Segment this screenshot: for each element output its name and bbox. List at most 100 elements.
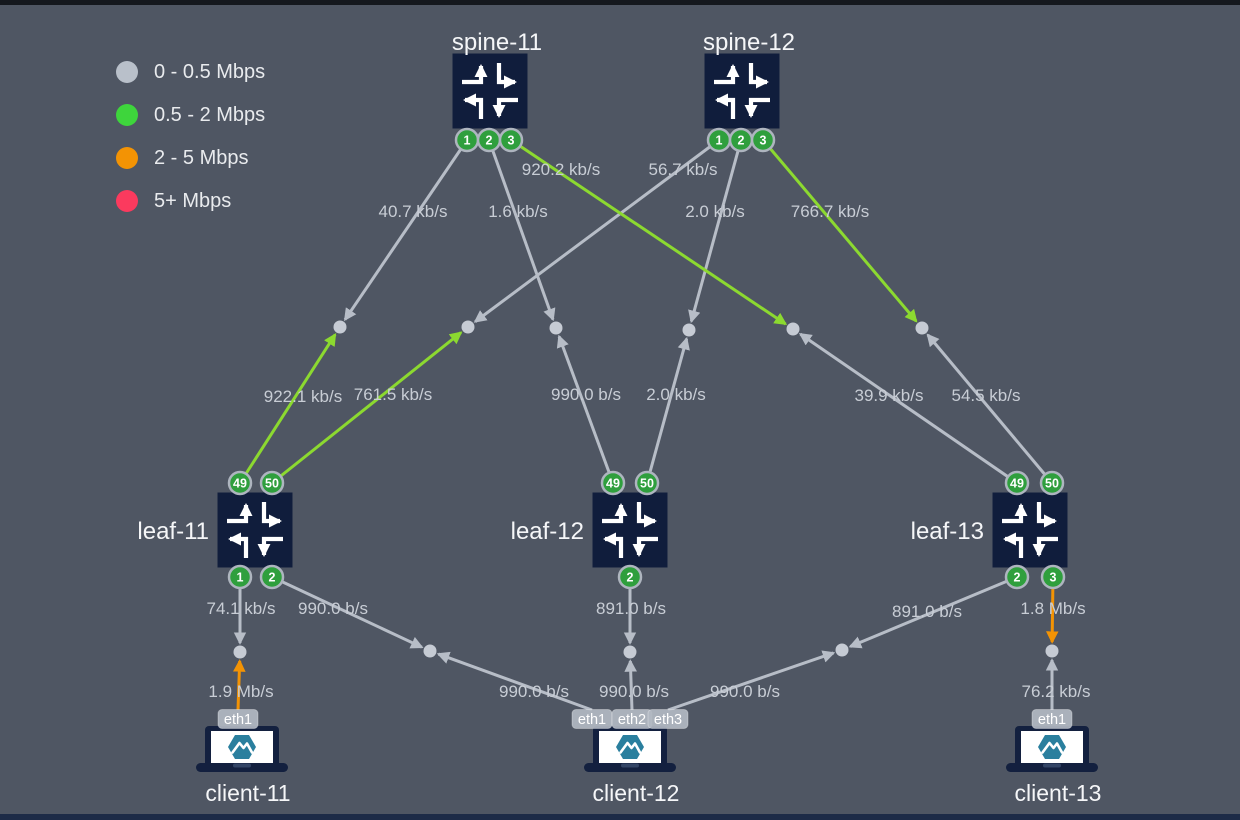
switch-icon — [462, 64, 488, 85]
link-half[interactable] — [238, 332, 337, 484]
link-half[interactable] — [798, 332, 1018, 485]
link-half[interactable] — [271, 575, 424, 649]
port-leaf-11-2[interactable]: 2 — [259, 564, 285, 590]
port-leaf-13-50[interactable]: 50 — [1039, 470, 1065, 496]
switch-box[interactable] — [992, 492, 1068, 568]
link-rate-label: 761.5 kb/s — [354, 385, 432, 404]
switch-icon — [744, 97, 770, 118]
switch-box[interactable] — [217, 492, 293, 568]
port-number: 3 — [760, 134, 767, 148]
link-half[interactable] — [510, 138, 788, 326]
port-number: 2 — [269, 571, 276, 585]
port-spine-11-1[interactable]: 1 — [454, 127, 480, 153]
laptop-notch — [233, 763, 251, 768]
switch-icon — [748, 63, 769, 89]
link-rate-label: 74.1 kb/s — [207, 599, 276, 618]
link-half[interactable] — [556, 334, 615, 484]
interface-label: eth1 — [578, 712, 606, 728]
port-number: 2 — [1014, 571, 1021, 585]
alpine-mountain-icon — [231, 741, 254, 754]
legend-swatch-red-icon — [116, 190, 138, 212]
link-half[interactable] — [271, 331, 463, 485]
port-spine-11-3[interactable]: 3 — [498, 127, 524, 153]
port-number: 50 — [1045, 477, 1059, 491]
switch-icon — [636, 502, 657, 528]
bottom-border-bar — [0, 814, 1240, 820]
link-half[interactable] — [926, 333, 1054, 484]
node-label-client-13: client-13 — [1015, 780, 1102, 806]
node-label-leaf-11: leaf-11 — [137, 518, 209, 545]
port-leaf-13-49[interactable]: 49 — [1004, 470, 1030, 496]
port-leaf-11-50[interactable]: 50 — [259, 470, 285, 496]
client-node-client-11[interactable]: eth1 client-11 — [196, 709, 291, 807]
link-half[interactable] — [473, 138, 720, 323]
port-leaf-12-2[interactable]: 2 — [617, 564, 643, 590]
switch-icon — [715, 93, 736, 119]
switch-icon — [496, 63, 517, 89]
legend-item: 5+ Mbps — [116, 190, 265, 212]
port-leaf-11-1[interactable]: 1 — [227, 564, 253, 590]
interface-client-12-eth1: eth1 — [571, 709, 613, 729]
alpine-mountain-icon — [619, 741, 642, 754]
port-number: 50 — [265, 477, 279, 491]
switch-icon — [257, 536, 283, 557]
link-rate-label: 39.9 kb/s — [855, 386, 924, 405]
link-half[interactable] — [436, 651, 593, 712]
port-leaf-12-50[interactable]: 50 — [634, 470, 660, 496]
link-half[interactable] — [624, 659, 637, 711]
link-rate-label: 56.7 kb/s — [649, 160, 718, 179]
node-label-client-12: client-12 — [593, 780, 680, 806]
legend-label: 5+ Mbps — [154, 190, 232, 212]
switch-icon — [492, 97, 518, 118]
port-leaf-13-3[interactable]: 3 — [1040, 564, 1066, 590]
switch-node-leaf-11[interactable]: leaf-11 49 50 1 2 — [137, 470, 293, 590]
link-half[interactable] — [233, 659, 246, 711]
port-spine-12-1[interactable]: 1 — [706, 127, 732, 153]
port-leaf-12-49[interactable]: 49 — [600, 470, 626, 496]
switch-box[interactable] — [704, 53, 780, 129]
port-spine-12-2[interactable]: 2 — [728, 127, 754, 153]
laptop-notch — [1043, 763, 1061, 768]
node-label-client-11: client-11 — [205, 780, 290, 806]
switch-icon — [261, 502, 282, 528]
link-midpoint — [549, 321, 563, 335]
port-leaf-13-2[interactable]: 2 — [1004, 564, 1030, 590]
link-midpoint — [1045, 644, 1059, 658]
legend-item: 0 - 0.5 Mbps — [116, 61, 265, 83]
link-midpoint — [682, 323, 696, 337]
legend-label: 0.5 - 2 Mbps — [154, 104, 266, 126]
port-spine-12-3[interactable]: 3 — [750, 127, 776, 153]
link-half[interactable] — [343, 139, 469, 322]
link-rate-label: 990.0 b/s — [499, 682, 569, 701]
port-number: 2 — [486, 134, 493, 148]
switch-icon — [1002, 503, 1028, 524]
port-number: 50 — [640, 477, 654, 491]
interface-client-11-eth1: eth1 — [217, 709, 259, 729]
switch-box[interactable] — [592, 492, 668, 568]
switch-icon — [1003, 532, 1024, 558]
port-spine-11-2[interactable]: 2 — [476, 127, 502, 153]
link-half[interactable] — [645, 336, 690, 484]
switch-icon — [632, 536, 658, 557]
port-leaf-11-49[interactable]: 49 — [227, 470, 253, 496]
top-border-bar — [0, 0, 1240, 5]
link-half[interactable] — [487, 139, 556, 322]
link-rate-label: 2.0 kb/s — [685, 202, 745, 221]
node-label-spine-12: spine-12 — [703, 29, 795, 56]
link-half[interactable] — [761, 139, 918, 323]
link-rate-label: 1.9 Mb/s — [208, 682, 273, 701]
legend-swatch-green-icon — [116, 104, 138, 126]
switch-icon — [602, 503, 628, 524]
interface-label: eth3 — [654, 712, 682, 728]
link-half[interactable] — [667, 650, 836, 712]
switch-box[interactable] — [452, 53, 528, 129]
link-half[interactable] — [848, 575, 1018, 649]
link-half[interactable] — [688, 139, 743, 324]
